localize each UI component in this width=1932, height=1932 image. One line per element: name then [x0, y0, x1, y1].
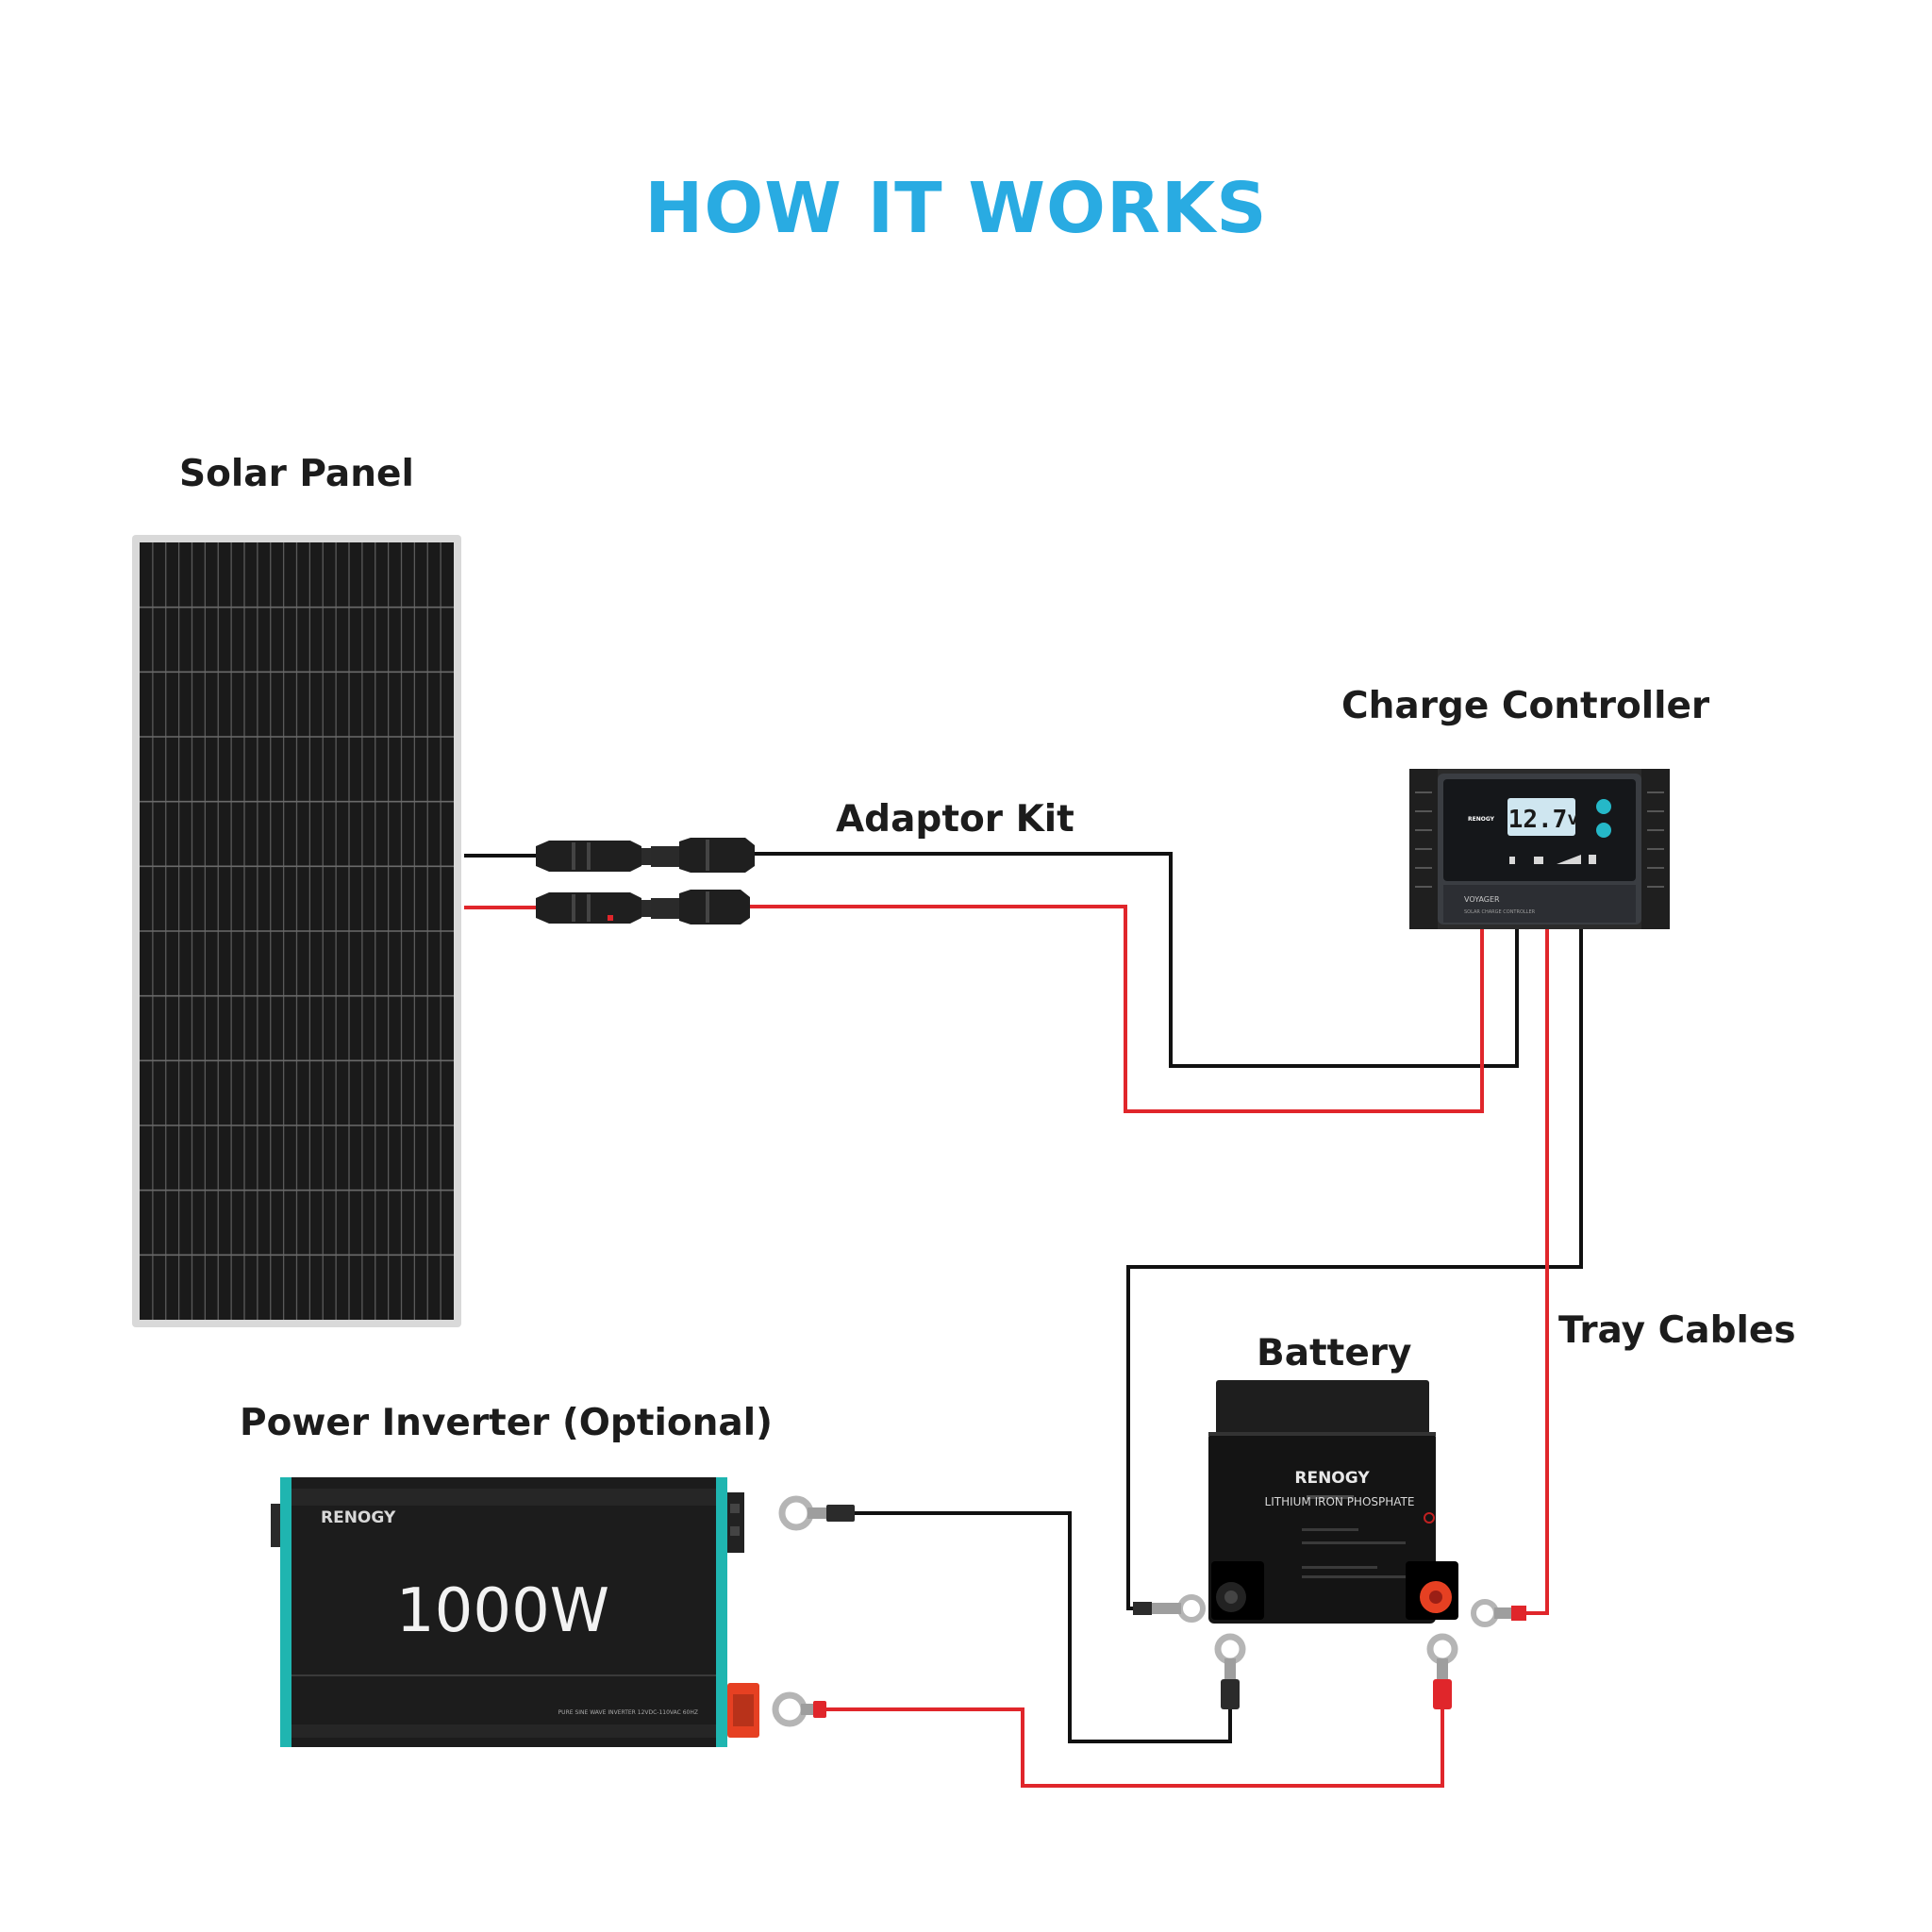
adaptor-kit-connectors: [536, 838, 755, 924]
ring-terminal-inverter-negative: [778, 1495, 855, 1531]
battery: [1208, 1380, 1458, 1624]
power-inverter: [271, 1477, 759, 1747]
ring-terminal-battery-right: [1471, 1599, 1526, 1627]
ring-terminal-battery-bottom-positive: [1426, 1633, 1458, 1709]
power-inverter-label: Power Inverter (Optional): [240, 1402, 773, 1444]
controller-brand: RENOGY: [1468, 816, 1495, 823]
mc4-connector-male-top: [651, 838, 755, 873]
controller-display-unit: V: [1568, 813, 1578, 828]
inverter-cable-positive: [821, 1707, 1444, 1788]
mc4-connector-male-bottom: [651, 890, 750, 924]
wires: [464, 852, 1583, 1788]
inverter-subtitle: PURE SINE WAVE INVERTER 12VDC-110VAC 60H…: [558, 1709, 698, 1716]
adaptor-kit-label: Adaptor Kit: [836, 798, 1074, 841]
inverter-cable-negative: [854, 1511, 1232, 1743]
controller-lcd: [1507, 798, 1575, 836]
controller-model: VOYAGER: [1464, 895, 1500, 904]
tray-cable-positive: [1524, 929, 1549, 1615]
adaptor-wire-positive: [464, 905, 1484, 1113]
ring-terminal-battery-left: [1133, 1594, 1206, 1623]
inverter-rating: 1000W: [396, 1576, 609, 1646]
ring-terminal-inverter-positive: [772, 1691, 826, 1727]
controller-button-up: [1596, 799, 1611, 814]
ring-terminals: [772, 1495, 1526, 1727]
mc4-connector-female-top: [536, 841, 651, 872]
page-title: HOW IT WORKS: [644, 168, 1268, 249]
controller-subtitle: SOLAR CHARGE CONTROLLER: [1464, 909, 1536, 915]
solar-panel: [132, 535, 461, 1327]
controller-button-down: [1596, 823, 1611, 838]
tray-cables-label: Tray Cables: [1558, 1309, 1796, 1352]
inverter-brand: RENOGY: [321, 1508, 396, 1527]
solar-panel-label: Solar Panel: [179, 453, 414, 495]
adaptor-wire-negative: [464, 852, 1519, 1068]
charge-controller-label: Charge Controller: [1341, 685, 1710, 727]
mc4-connector-female-bottom: [536, 892, 651, 924]
battery-chemistry: LITHIUM IRON PHOSPHATE: [1265, 1495, 1415, 1508]
battery-label: Battery: [1257, 1332, 1412, 1374]
charge-controller: [1409, 769, 1670, 929]
controller-display-value: 12.7: [1508, 806, 1568, 834]
solar-panel-cell-grid: [140, 542, 454, 1320]
battery-brand: RENOGY: [1294, 1469, 1370, 1488]
ring-terminal-battery-bottom-negative: [1214, 1633, 1246, 1709]
